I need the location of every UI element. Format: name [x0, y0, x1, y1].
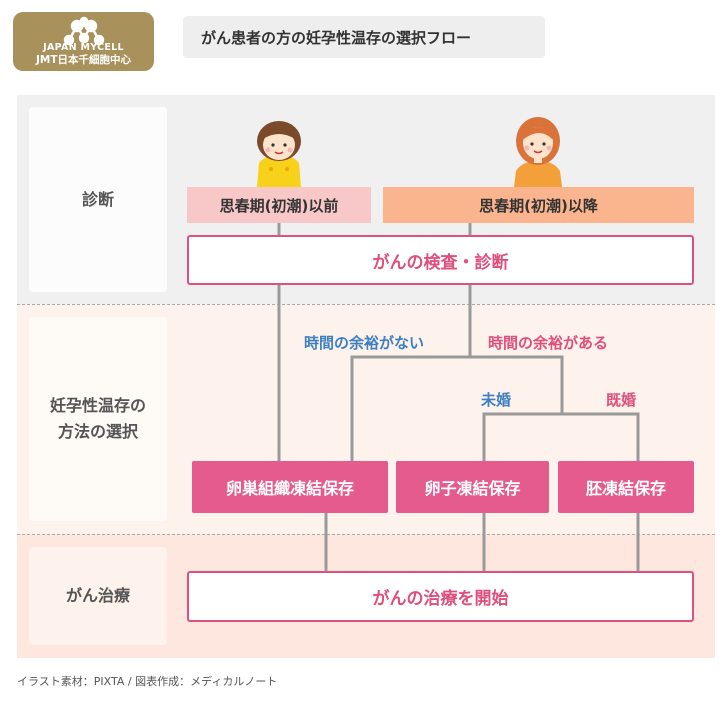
start-treatment-box: がんの治療を開始 [187, 571, 694, 622]
option-embryo: 胚凍結保存 [558, 461, 694, 513]
age-box-before-puberty: 思春期(初潮)以前 [187, 187, 371, 223]
branch-has-time: 時間の余裕がある [488, 334, 609, 352]
divider [17, 304, 715, 305]
logo-text-en: JAPAN MYCELL [43, 42, 124, 53]
option-oocyte: 卵子凍結保存 [396, 461, 549, 513]
exam-diagnosis-box: がんの検査・診断 [187, 235, 694, 285]
woman-illustration-icon [514, 117, 562, 187]
branch-no-time: 時間の余裕がない [304, 334, 425, 352]
row-label-method-line2: 方法の選択 [57, 422, 138, 441]
row-label-method-line1: 妊孕性温存の [49, 396, 146, 415]
option-ovarian-tissue: 卵巣組織凍結保存 [192, 461, 388, 513]
logo: JAPAN MYCELL JMT日本千細胞中心 [13, 12, 154, 71]
divider [17, 534, 715, 535]
age-box-after-puberty: 思春期(初潮)以降 [383, 187, 694, 223]
page-title: がん患者の方の妊孕性温存の選択フロー [183, 16, 545, 58]
row-label-treatment: がん治療 [29, 547, 167, 645]
molecule-icon [63, 16, 104, 46]
row-label-method: 妊孕性温存の 方法の選択 [29, 317, 167, 521]
credit-text: イラスト素材：PIXTA / 図表作成：メディカルノート [17, 675, 278, 688]
branch-unmarried: 未婚 [481, 391, 512, 409]
branch-married: 既婚 [606, 391, 637, 409]
girl-illustration-icon [257, 121, 301, 187]
row-label-diagnosis: 診断 [29, 107, 167, 292]
logo-text-cn: JMT日本千細胞中心 [35, 54, 132, 66]
